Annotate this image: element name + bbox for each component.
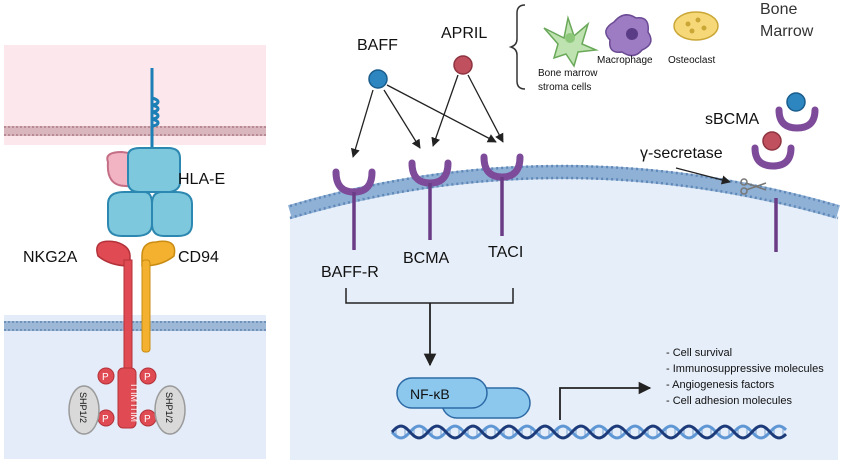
itim-lower-label: ITIM — [129, 404, 139, 422]
shp-phosphatase-right: SHP1/2 — [154, 385, 186, 435]
nk-cell-membrane — [4, 321, 266, 331]
gamma-secretase-arrow — [675, 167, 731, 185]
stroma-cell-icon — [543, 15, 599, 68]
april-label: APRIL — [441, 25, 487, 42]
nfkb-label: NF-κB — [410, 386, 450, 402]
macrophage-icon — [605, 14, 652, 57]
taci-receptor — [480, 153, 524, 236]
svg-text:P: P — [102, 414, 109, 425]
taci-label: TACI — [488, 244, 523, 261]
nk-cell-panel: HLA-E NKG2A CD94 ITIM ITIM P P P — [4, 45, 266, 459]
gamma-secretase-label: γ-secretase — [640, 145, 723, 162]
cd94-receptor — [141, 240, 176, 353]
baff-to-taci-arrow — [386, 84, 497, 143]
svg-text:P: P — [144, 414, 151, 425]
baff-r-receptor — [332, 168, 376, 250]
cd94-label: CD94 — [178, 249, 219, 266]
cell-cytoplasm — [290, 175, 838, 460]
transcription-arrow — [559, 381, 652, 420]
baff-to-baffr-arrow — [350, 89, 374, 158]
baff-label: BAFF — [357, 37, 398, 54]
sbcma-label: sBCMA — [705, 111, 760, 128]
svg-text:SHP1/2: SHP1/2 — [78, 392, 88, 423]
hla-e-anchor — [150, 68, 160, 150]
dna-strand — [390, 424, 788, 440]
svg-text:P: P — [144, 372, 151, 383]
bcma-receptor — [408, 159, 452, 240]
scissors-icon — [740, 178, 767, 195]
april-to-bcma-arrow — [431, 74, 459, 147]
april-ligand — [453, 55, 473, 75]
nkg2a-label: NKG2A — [23, 249, 78, 266]
april-to-taci-arrow — [467, 74, 504, 143]
nfkb-complex — [396, 377, 531, 419]
phospho-group: P — [97, 409, 115, 427]
baff-ligand — [368, 69, 388, 89]
svg-text:SHP1/2: SHP1/2 — [164, 392, 174, 423]
phospho-group: P — [139, 409, 157, 427]
phospho-group: P — [97, 367, 115, 385]
phospho-group: P — [139, 367, 157, 385]
target-cell-membrane — [4, 126, 266, 136]
osteoclast-icon — [673, 11, 719, 41]
outcome-item: - Cell adhesion molecules — [666, 395, 792, 407]
hla-e-label: HLA-E — [178, 171, 225, 188]
baff-to-bcma-arrow — [383, 89, 421, 149]
myeloma-cell-panel: Bone marrow stroma cells Macrophage Oste… — [288, 1, 840, 460]
sbcma-complex-upper — [775, 92, 819, 132]
osteoclast-label: Osteoclast — [668, 55, 715, 66]
hla-e-molecule — [107, 147, 193, 237]
bone-marrow-label: Bone Marrow — [760, 1, 814, 40]
dna-helix — [390, 424, 788, 440]
outcome-item: - Angiogenesis factors — [666, 379, 775, 391]
itim-upper-label: ITIM — [129, 384, 139, 402]
stroma-label: Bone marrow stroma cells — [538, 68, 600, 93]
sbcma-complex-lower — [751, 131, 795, 170]
nkg2a-receptor — [96, 240, 137, 429]
outcome-item: - Cell survival — [666, 347, 732, 359]
baff-r-label: BAFF-R — [321, 264, 379, 281]
outcome-item: - Immunosuppressive molecules — [666, 363, 824, 375]
bcma-label: BCMA — [403, 250, 450, 267]
svg-text:P: P — [102, 372, 109, 383]
macrophage-label: Macrophage — [597, 55, 653, 66]
bone-marrow-bracket — [508, 4, 526, 90]
shp-phosphatase-left: SHP1/2 — [68, 385, 100, 435]
